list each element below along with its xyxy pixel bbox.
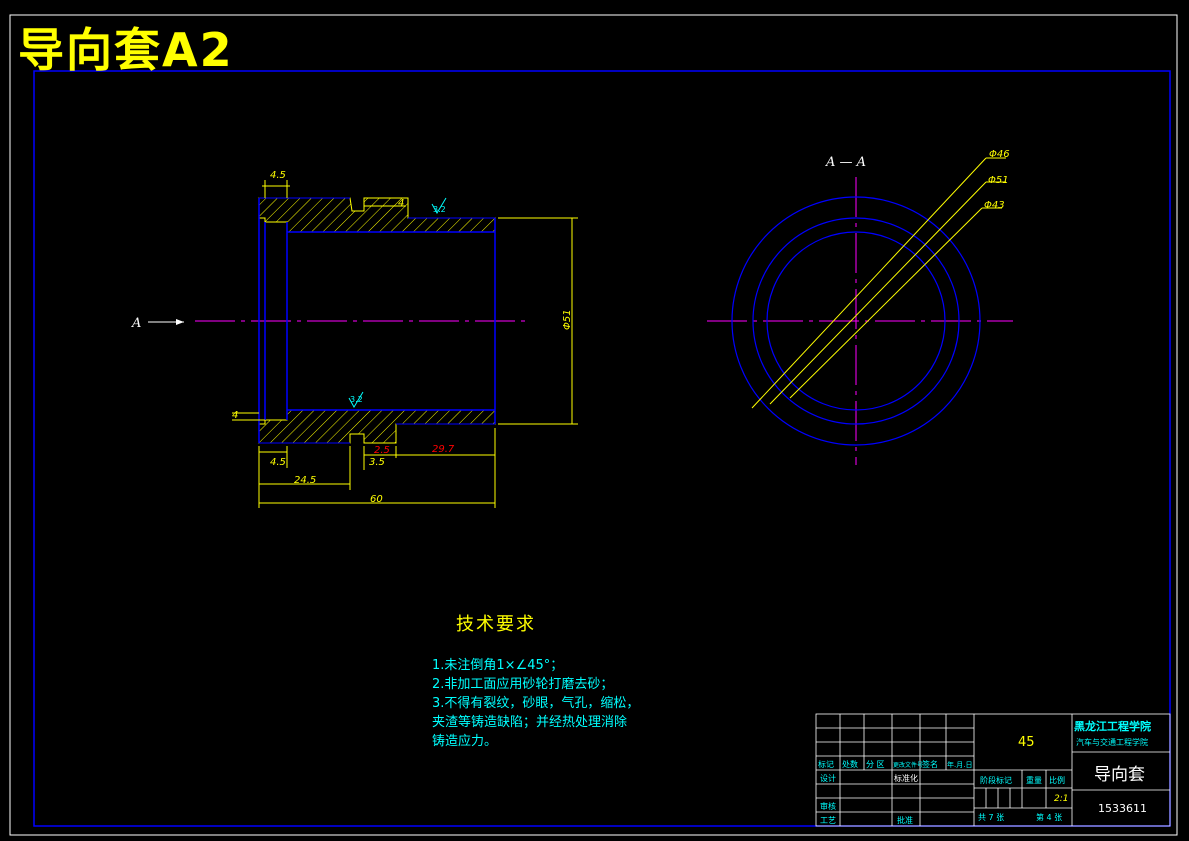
- tech-requirements-list: 1.未注倒角1×∠45°； 2.非加工面应用砂轮打磨去砂； 3.不得有裂纹，砂眼…: [432, 656, 639, 751]
- part-name: 导向套: [1094, 765, 1145, 785]
- dim-left-step: 4: [232, 410, 238, 421]
- material: 45: [1018, 735, 1035, 750]
- middle-circle: [752, 217, 960, 425]
- dim-top-flange: 4.5: [270, 170, 286, 181]
- tech-line: 3.不得有裂纹，砂眼，气孔，缩松，: [432, 696, 640, 711]
- dim-groove-width: 3.5: [369, 457, 385, 468]
- weight-label: 重量: [1026, 776, 1042, 785]
- header-signature: 签名: [922, 760, 938, 769]
- section-label: A — A: [825, 155, 866, 170]
- craft-label: 工艺: [820, 816, 836, 825]
- tech-line: 铸造应力。: [432, 734, 498, 749]
- approve-label: 批准: [897, 816, 913, 825]
- dim-diameter: Φ51: [562, 309, 573, 330]
- drawing-number: 1533611: [1098, 802, 1147, 815]
- designer-label: 设计: [820, 774, 836, 783]
- header-mark: 标记: [818, 760, 834, 769]
- dia-43: Φ43: [984, 200, 1005, 211]
- tech-line: 夹渣等铸造缺陷；并经热处理消除: [432, 715, 628, 730]
- scale-value: 2:1: [1054, 794, 1069, 804]
- roughness-top: 3.2: [433, 205, 446, 214]
- dim-bottom-flange: 4.5: [270, 457, 286, 468]
- tech-line: 2.非加工面应用砂轮打磨去砂；: [432, 677, 614, 692]
- tech-line: 1.未注倒角1×∠45°；: [432, 658, 564, 673]
- sheets-total: 共 7 张: [978, 813, 1005, 822]
- header-change-doc: 更改文件号: [893, 762, 924, 769]
- dim-groove-depth: 2.5: [374, 445, 390, 456]
- inner-circle: [766, 231, 946, 411]
- dim-right-length: 29.7: [432, 444, 455, 455]
- title-block: [815, 713, 1171, 827]
- department-name: 汽车与交通工程学院: [1076, 738, 1148, 747]
- school-name: 黑龙江工程学院: [1074, 720, 1151, 733]
- dim-top-groove: 4: [398, 198, 404, 209]
- outer-frame: [9, 14, 1178, 836]
- sheet-title: 导向套A2: [18, 23, 234, 77]
- bottom-wall-section: [258, 409, 496, 444]
- inner-frame: [33, 70, 1171, 827]
- part-outline: [258, 198, 496, 443]
- header-zone: 分 区: [866, 760, 885, 769]
- outer-circle: [731, 196, 981, 446]
- sheet-current: 第 4 张: [1036, 813, 1063, 822]
- header-date: 年.月.日: [947, 761, 973, 769]
- standard-label: 标准化: [894, 774, 918, 783]
- tech-requirements-heading: 技术要求: [456, 614, 536, 635]
- top-wall-section: [258, 197, 496, 233]
- roughness-bottom: 3.2: [350, 395, 363, 404]
- review-label: 审核: [820, 802, 836, 811]
- dim-total-length: 60: [370, 494, 383, 505]
- dia-51: Φ51: [988, 175, 1009, 186]
- dia-46: Φ46: [989, 149, 1010, 160]
- main-view: [148, 180, 578, 508]
- scale-label: 比例: [1049, 776, 1065, 785]
- header-count: 处数: [842, 760, 858, 769]
- dim-left-length: 24.5: [294, 475, 316, 486]
- view-arrow-label: A: [131, 316, 141, 331]
- section-view: [707, 157, 1013, 465]
- stage-label: 阶段标记: [980, 776, 1012, 785]
